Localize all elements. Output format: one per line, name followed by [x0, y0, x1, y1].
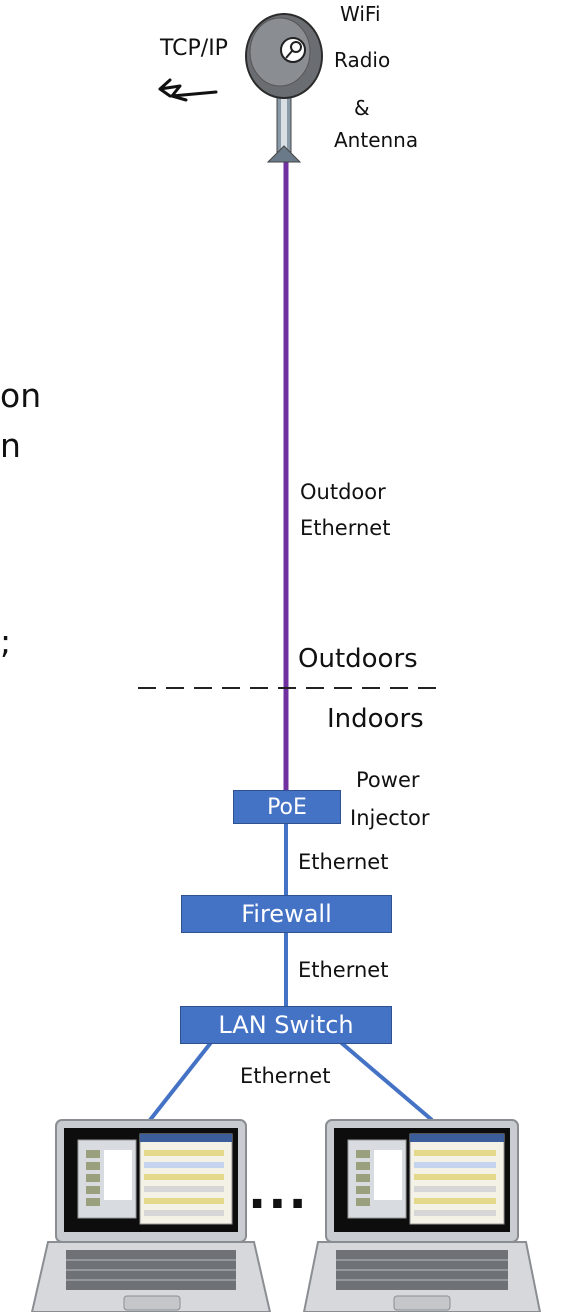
antenna-mast [266, 91, 302, 163]
laptop-right [302, 1119, 542, 1312]
cut-off-text-line1: on [0, 376, 42, 415]
antenna-label-wifi: WiFi [340, 2, 381, 26]
lan-switch-box: LAN Switch [180, 1006, 392, 1044]
antenna-label-radio: Radio [334, 48, 391, 72]
antenna-label-antenna: Antenna [334, 128, 419, 152]
outdoor-ethernet-label-line2: Ethernet [300, 516, 391, 540]
ethernet-label-switch-laptops: Ethernet [240, 1064, 331, 1088]
link-switch-to-laptop-right [336, 1038, 434, 1122]
tcp-ip-arrow-icon [158, 78, 218, 102]
poe-note-injector: Injector [350, 806, 430, 830]
tcp-ip-label: TCP/IP [160, 36, 228, 61]
laptop-left [30, 1119, 272, 1312]
outdoor-ethernet-label-line1: Outdoor [300, 480, 386, 504]
wifi-dish-icon [245, 13, 323, 99]
laptops-ellipsis: ... [248, 1164, 309, 1220]
cut-off-text-line2: n [0, 426, 21, 465]
ethernet-label-poe-firewall: Ethernet [298, 850, 389, 874]
link-switch-to-laptop-left [148, 1038, 215, 1122]
poe-injector-box: PoE [233, 790, 341, 824]
ethernet-label-firewall-switch: Ethernet [298, 958, 389, 982]
cut-off-text-line3: ; [0, 622, 12, 661]
firewall-box: Firewall [181, 895, 392, 933]
antenna-label-ampersand: & [354, 96, 370, 120]
poe-note-power: Power [356, 768, 420, 792]
outdoors-label: Outdoors [298, 644, 418, 674]
indoors-label: Indoors [327, 704, 424, 734]
